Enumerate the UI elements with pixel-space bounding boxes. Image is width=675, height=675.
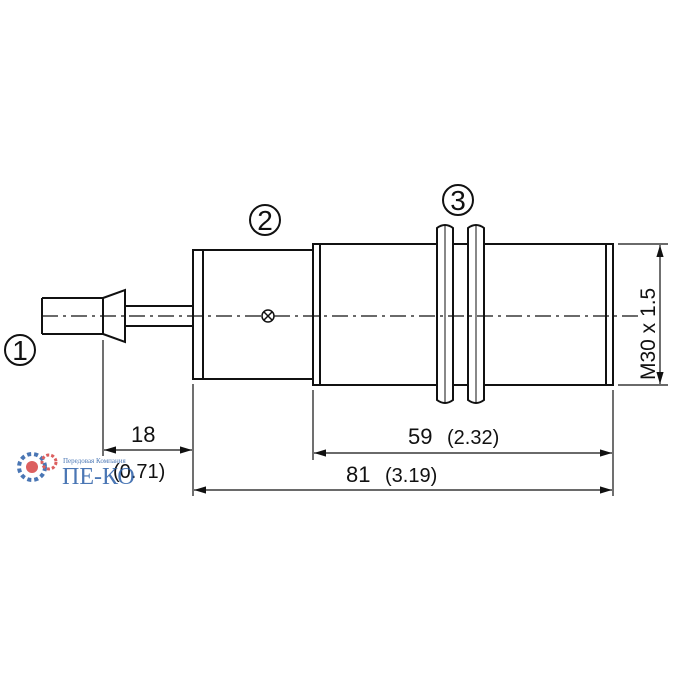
callout-3-number: 3 — [450, 185, 466, 216]
dimension-lines — [104, 245, 664, 494]
cable-gland — [102, 288, 126, 344]
dim-81-value: 81 — [346, 462, 370, 487]
dim-18-value: 18 — [131, 422, 155, 447]
dim-59-inch: (2.32) — [447, 427, 499, 449]
watermark-tagline: Передовая Компания — [63, 457, 126, 465]
callout-3: 3 — [442, 184, 474, 216]
dim-81-inch: (3.19) — [385, 465, 437, 487]
sensor-outline — [41, 224, 614, 404]
thread-spec-label: M30 x 1.5 — [637, 288, 660, 380]
callout-1-number: 1 — [12, 335, 28, 366]
watermark-logo: ПЕ-КО Передовая Компания — [17, 452, 135, 490]
watermark-brand: ПЕ-КО — [62, 464, 135, 490]
sensor-housing — [192, 249, 314, 380]
led-indicator-icon — [261, 309, 275, 323]
threaded-barrel — [312, 243, 614, 386]
callout-2: 2 — [249, 204, 281, 236]
dim-59-value: 59 — [408, 424, 432, 449]
callout-1: 1 — [4, 334, 36, 366]
callout-2-number: 2 — [257, 205, 273, 236]
gear-icon — [17, 452, 58, 482]
dim-18-inch: (0.71) — [113, 461, 165, 483]
extension-lines — [102, 243, 668, 496]
